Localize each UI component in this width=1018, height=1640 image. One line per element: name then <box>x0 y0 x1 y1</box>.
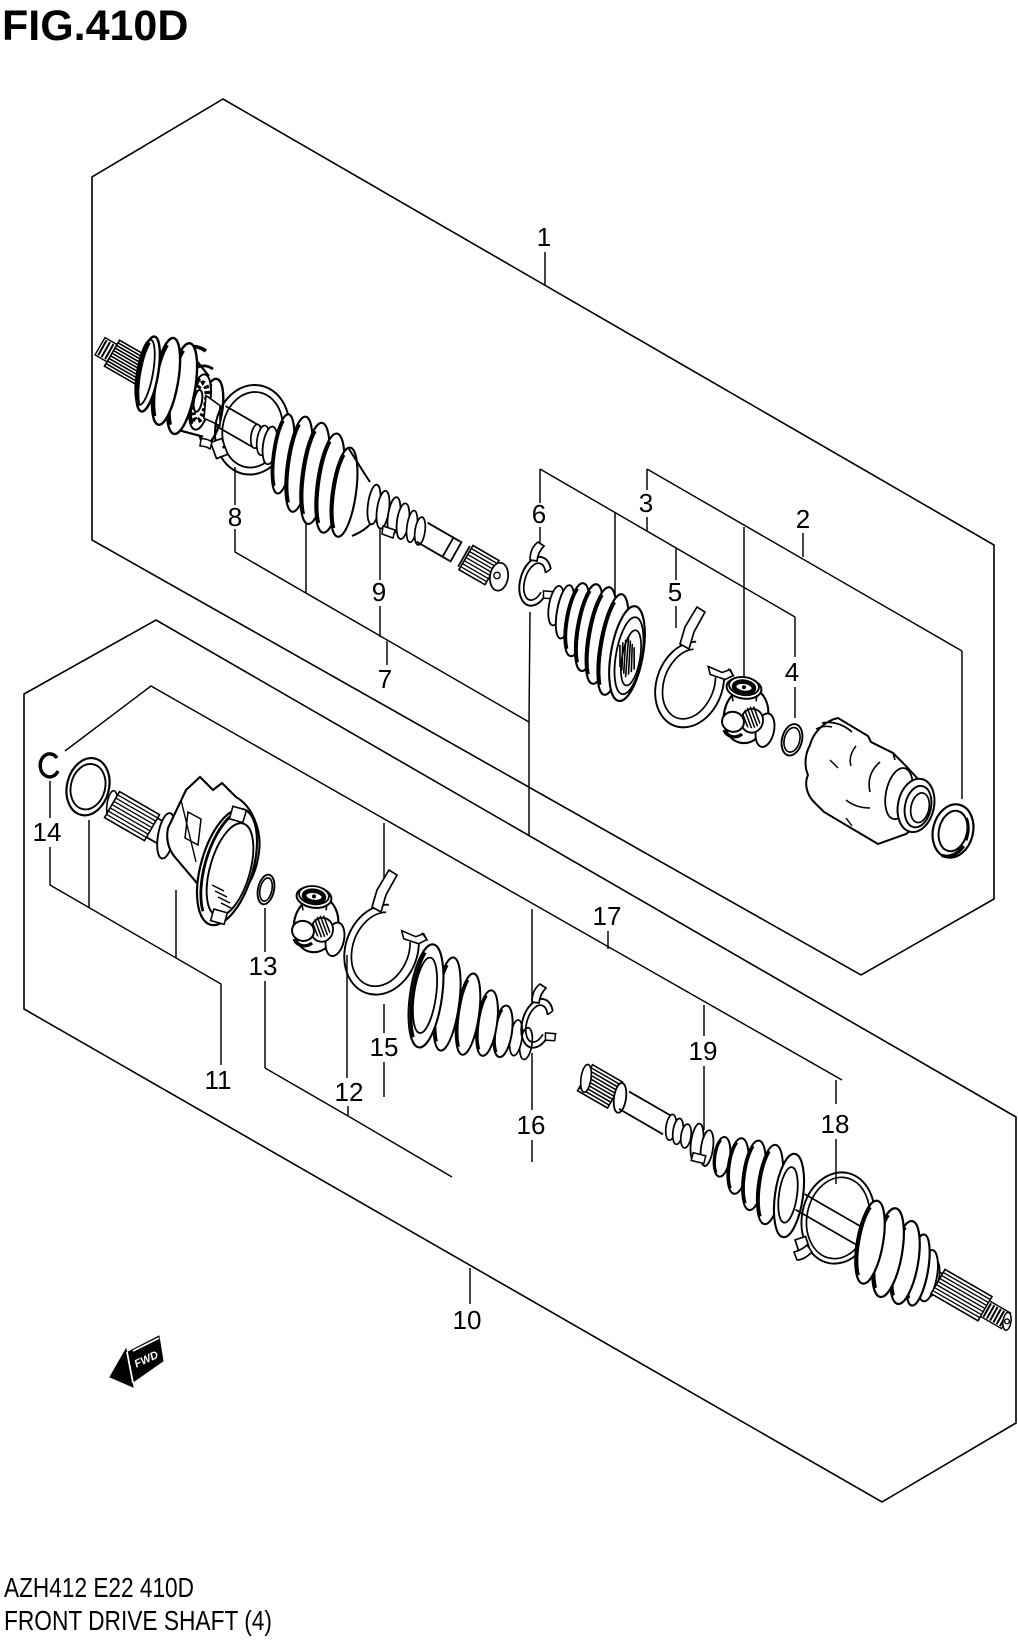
svg-text:18: 18 <box>821 1109 850 1139</box>
svg-text:AZH412 E22 410D: AZH412 E22 410D <box>4 1572 194 1603</box>
svg-text:8: 8 <box>228 502 242 532</box>
svg-text:14: 14 <box>33 817 62 847</box>
svg-text:9: 9 <box>372 577 386 607</box>
svg-text:11: 11 <box>205 1065 232 1095</box>
svg-text:17: 17 <box>593 901 622 931</box>
svg-text:15: 15 <box>370 1032 399 1062</box>
svg-text:12: 12 <box>335 1077 364 1107</box>
svg-text:19: 19 <box>689 1036 718 1066</box>
svg-text:1: 1 <box>537 222 551 252</box>
svg-text:5: 5 <box>668 577 682 607</box>
svg-text:7: 7 <box>378 664 392 694</box>
svg-text:FIG.410D: FIG.410D <box>2 2 188 50</box>
svg-text:4: 4 <box>785 657 799 687</box>
svg-text:2: 2 <box>796 504 810 534</box>
svg-text:10: 10 <box>453 1305 482 1335</box>
svg-text:6: 6 <box>532 499 546 529</box>
svg-text:3: 3 <box>639 488 653 518</box>
svg-text:FRONT DRIVE SHAFT (4): FRONT DRIVE SHAFT (4) <box>4 1605 272 1636</box>
svg-text:16: 16 <box>517 1110 546 1140</box>
svg-text:13: 13 <box>249 951 278 981</box>
